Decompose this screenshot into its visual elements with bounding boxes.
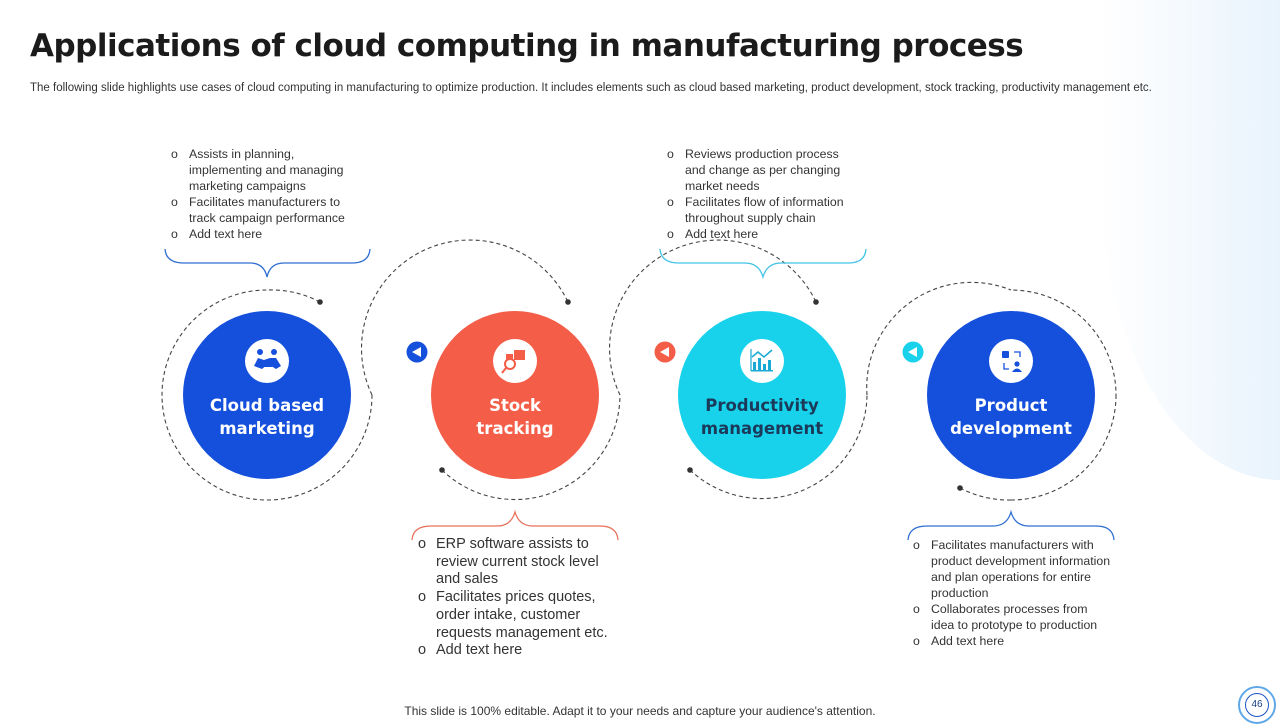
step-circle-cloud-marketing [183,311,351,479]
list-item: Facilitates manufacturers with product d… [913,537,1113,601]
dot [957,485,963,491]
dot [687,467,693,473]
dot [565,299,571,305]
page-title: Applications of cloud computing in manuf… [30,28,1024,64]
list-item: Facilitates prices quotes, order intake,… [418,589,618,642]
bullet-list-product-development: Facilitates manufacturers with product d… [913,537,1113,649]
step-label-productivity: Productivity management [682,394,842,440]
list-item: Add text here [913,633,1113,649]
list-item: Reviews production process and change as… [667,146,859,194]
growth-chart-icon [740,339,784,383]
bullet-list-stock-tracking: ERP software assists to review current s… [418,536,618,660]
step-label-line: development [950,419,1072,438]
bullet-list-productivity: Reviews production process and change as… [667,146,859,242]
list-item: Add text here [418,642,618,660]
step-label-line: Cloud based [209,396,325,415]
ring-4-right [1011,289,1117,501]
step-label-product-development: Product development [931,394,1091,440]
step-label-line: tracking [476,419,554,438]
triangle-left-icon [660,347,669,357]
dot [813,299,819,305]
step-circle-stock-tracking [431,311,599,479]
connector-path [161,239,1117,501]
list-item: Collaborates processes from idea to prot… [913,601,1113,633]
step-circle-product-development [927,311,1095,479]
stock-search-icon [493,339,537,383]
bracket-cloud-marketing [164,248,371,278]
list-item: Assists in planning, implementing and ma… [171,146,361,194]
arrow-marker-1 [406,341,428,363]
step-label-line: Stock [489,396,541,415]
ring-4-top [866,281,1012,396]
list-item: ERP software assists to review current s… [418,536,618,589]
dot [439,467,445,473]
triangle-left-icon [412,347,421,357]
bullet-list-cloud-marketing: Assists in planning, implementing and ma… [171,146,361,242]
step-circle-productivity [678,311,846,479]
list-item: Add text here [667,226,859,242]
triangle-left-icon [908,347,917,357]
step-label-cloud-marketing: Cloud based marketing [187,394,347,440]
step-label-line: marketing [219,419,315,438]
step-label-line: Productivity [705,396,819,415]
step-label-line: management [700,419,824,438]
list-item: Add text here [171,226,361,242]
page-number: 46 [1245,693,1269,717]
arrow-marker-2 [654,341,676,363]
ring-2-bottom [441,394,621,501]
list-item: Facilitates manufacturers to track campa… [171,194,361,226]
page-subtitle: The following slide highlights use cases… [30,82,1152,94]
workflow-icon [989,339,1033,383]
ring-3-bottom [689,394,868,500]
handshake-icon [245,339,289,383]
connector-dots [317,299,963,491]
ring-1 [161,289,373,501]
ring-2-top [361,239,569,396]
dot [317,299,323,305]
footer-note: This slide is 100% editable. Adapt it to… [404,704,876,718]
page-number-badge: 46 [1238,686,1276,724]
list-item: Facilitates flow of information througho… [667,194,859,226]
bracket-product-development [907,509,1115,541]
bracket-stock-tracking [411,509,619,541]
arrow-marker-3 [902,341,924,363]
bracket-productivity [659,248,867,280]
step-label-line: Product [974,396,1048,415]
step-label-stock-tracking: Stock tracking [435,394,595,440]
ring-4-bottom [959,487,1012,501]
